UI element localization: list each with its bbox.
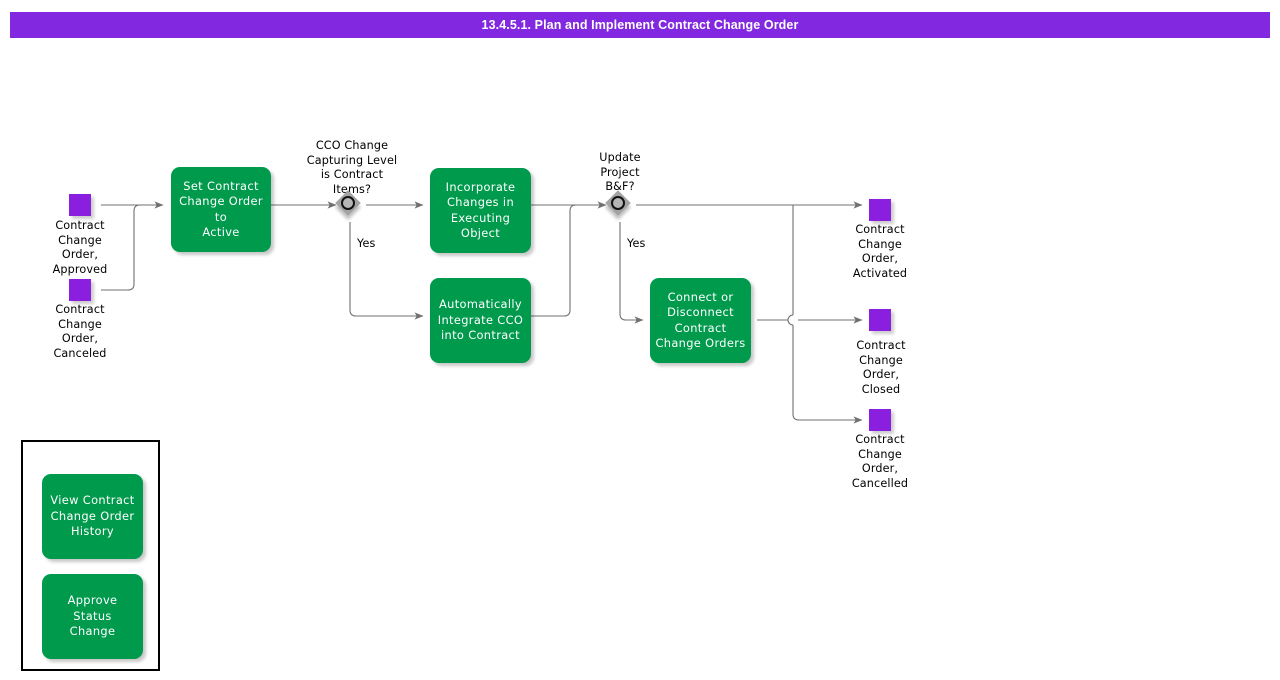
gateway-update-bf[interactable] xyxy=(605,190,636,221)
line-hop xyxy=(787,314,794,326)
task-connect-disconnect[interactable]: Connect or Disconnect Contract Change Or… xyxy=(650,278,751,363)
legend-item-approve-status-change[interactable]: Approve Status Change xyxy=(42,574,143,659)
state-cco-approved-label: Contract Change Order, Approved xyxy=(52,219,108,276)
page-title-bar: 13.4.5.1. Plan and Implement Contract Ch… xyxy=(10,12,1270,38)
state-cco-activated-label: Contract Change Order, Activated xyxy=(852,223,908,280)
legend-panel: View Contract Change Order History Appro… xyxy=(21,440,160,671)
edge-auto-integrate-to-gateway2 xyxy=(531,204,606,317)
legend-item-approve-status-change-label: Approve Status Change xyxy=(67,593,118,639)
task-incorporate-changes-label: Incorporate Changes in Executing Object xyxy=(445,179,516,241)
state-cco-canceled[interactable] xyxy=(69,279,91,301)
legend-item-view-history-label: View Contract Change Order History xyxy=(50,493,135,539)
task-incorporate-changes[interactable]: Incorporate Changes in Executing Object xyxy=(430,168,531,253)
page-title: 13.4.5.1. Plan and Implement Contract Ch… xyxy=(481,18,799,32)
state-cco-cancelled-label: Contract Change Order, Cancelled xyxy=(851,433,909,490)
gateway-inclusive-ring-icon xyxy=(341,196,355,210)
edge-label-yes-2: Yes xyxy=(627,237,646,250)
state-cco-activated[interactable] xyxy=(869,199,891,221)
gateway-update-bf-label: Update Project B&F? xyxy=(599,151,641,193)
state-cco-approved[interactable] xyxy=(69,194,91,216)
gateway-inclusive-ring-icon xyxy=(611,196,625,210)
task-set-active[interactable]: Set Contract Change Order to Active xyxy=(171,167,271,252)
gateway-capturing-level[interactable] xyxy=(335,190,366,221)
task-auto-integrate-label: Automatically Integrate CCO into Contrac… xyxy=(437,297,524,343)
legend-item-view-history[interactable]: View Contract Change Order History xyxy=(42,474,143,559)
state-cco-canceled-label: Contract Change Order, Canceled xyxy=(53,303,107,360)
state-cco-cancelled[interactable] xyxy=(869,409,891,431)
task-auto-integrate[interactable]: Automatically Integrate CCO into Contrac… xyxy=(430,278,531,363)
task-connect-disconnect-label: Connect or Disconnect Contract Change Or… xyxy=(655,289,746,351)
state-cco-closed[interactable] xyxy=(869,309,891,331)
state-cco-closed-label: Contract Change Order, Closed xyxy=(856,339,906,396)
task-set-active-label: Set Contract Change Order to Active xyxy=(179,178,263,240)
edge-label-yes-1: Yes xyxy=(357,237,376,250)
gateway-capturing-level-label: CCO Change Capturing Level is Contract I… xyxy=(306,139,398,196)
